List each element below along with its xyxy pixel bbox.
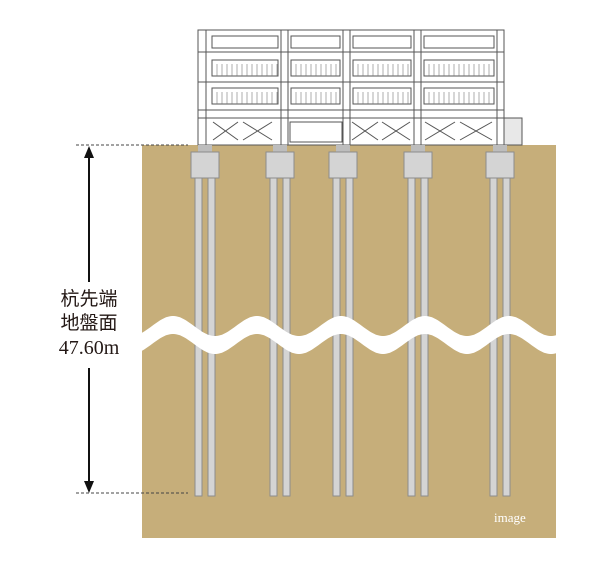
annotation-line-1: 杭先端	[60, 288, 118, 310]
building-elevation	[197, 29, 523, 146]
pile-cap	[265, 151, 295, 179]
pile-cap	[328, 151, 358, 179]
image-caption: image	[494, 510, 526, 525]
arrow-up-icon	[84, 146, 94, 158]
depth-annotation: 杭先端 地盤面 47.60m	[40, 287, 138, 361]
pile-cap	[485, 151, 515, 179]
pile-shaft	[502, 177, 511, 497]
arrow-down-icon	[84, 481, 94, 493]
ground-break-wave	[110, 316, 560, 354]
annotation-depth: 47.60m	[58, 337, 120, 359]
pile-cap	[403, 151, 433, 179]
pile-shaft	[332, 177, 341, 497]
annotation-line-2: 地盤面	[60, 312, 118, 334]
pile-cap	[190, 151, 220, 179]
pile-shaft	[420, 177, 429, 497]
